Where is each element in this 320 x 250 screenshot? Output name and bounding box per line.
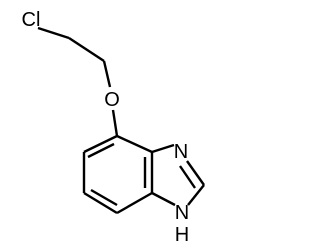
chlorine-label: Cl — [22, 9, 41, 31]
bond-cl-c1 — [37, 26, 70, 40]
imidazole-ring — [151, 143, 205, 207]
bond-n1-c7a — [151, 191, 176, 207]
bond-c4-c5 — [83, 134, 118, 154]
bond-c6-c7 — [83, 191, 118, 215]
bond-c2-n1 — [187, 184, 205, 206]
bond-c3a-c4 — [116, 134, 153, 154]
oxygen-label: O — [104, 89, 120, 111]
imine-nitrogen-label: N — [174, 141, 188, 163]
bond-o-c4 — [111, 109, 119, 137]
nh-hydrogen-label: H — [175, 224, 189, 246]
bond-c1-c2 — [68, 36, 105, 63]
bond-n3-c2 — [186, 160, 205, 186]
bond-n3-c2-inner — [179, 165, 196, 189]
bond-c3a-n3 — [151, 143, 175, 154]
nh-nitrogen-label: N — [175, 202, 189, 224]
bond-c4-c5-inner — [87, 142, 115, 159]
molecule-structure: Cl O N N H — [22, 9, 205, 246]
benzene-ring — [82, 134, 154, 215]
bond-c6-c7-inner — [90, 188, 118, 207]
chloroethoxy-chain — [37, 26, 119, 137]
bond-c2-o — [102, 60, 112, 88]
bond-c7-c7a — [116, 191, 153, 215]
